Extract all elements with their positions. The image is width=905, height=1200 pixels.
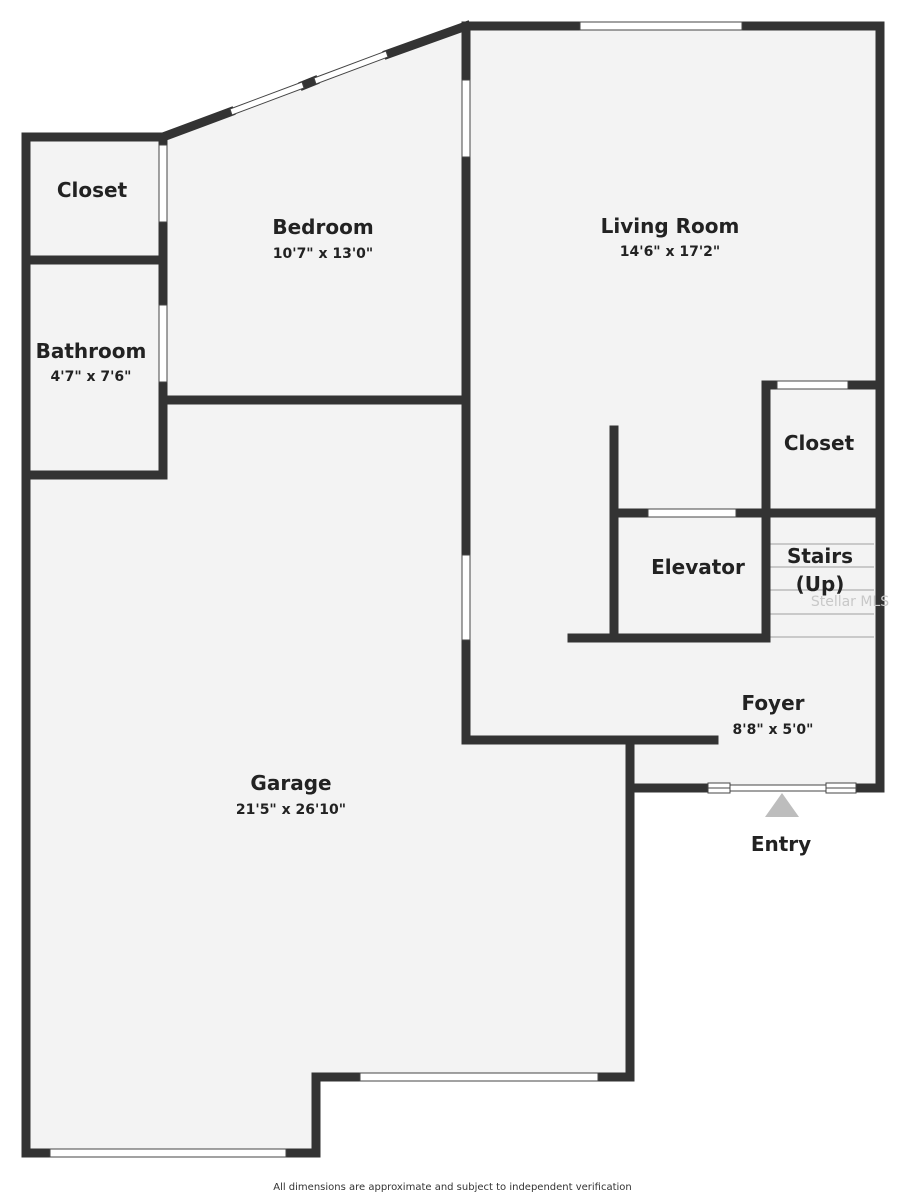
garage-door (359, 1072, 599, 1082)
garage-floor (26, 400, 630, 1153)
bedroom-window-1 (229, 81, 305, 116)
entry-label: Entry (751, 832, 811, 856)
closet-left-label: Closet (57, 178, 128, 202)
bedroom-dims: 10'7" x 13'0" (273, 246, 373, 262)
living-room-dims: 14'6" x 17'2" (620, 244, 720, 260)
windows (49, 21, 857, 1158)
bathroom-label: Bathroom (36, 339, 147, 363)
bedroom-label: Bedroom (272, 215, 373, 239)
closet-right-label: Closet (784, 431, 855, 455)
living-room-window (579, 21, 743, 31)
closet-left-floor (26, 140, 163, 260)
garage-label: Garage (250, 771, 331, 795)
stairs-label-line1: Stairs (787, 544, 853, 568)
living-room-label: Living Room (601, 214, 740, 238)
elevator-door (647, 508, 737, 518)
watermark: Stellar MLS (811, 594, 889, 610)
living-room-door-west (461, 79, 471, 158)
closet-left-door (158, 144, 168, 223)
living-room-floor (466, 25, 880, 790)
door-openings (158, 79, 849, 641)
closet-right-door (776, 380, 849, 390)
elevator-label: Elevator (651, 555, 745, 579)
stairs-label-line2: (Up) (796, 572, 845, 596)
floor-fills (26, 25, 880, 1153)
bedroom-floor (163, 27, 466, 400)
entry-arrow-icon (765, 793, 799, 817)
walls (21, 20, 885, 1158)
garage-dims: 21'5" x 26'10" (236, 802, 346, 818)
entry-door (729, 784, 827, 792)
stair-treads (770, 543, 874, 638)
foyer-label: Foyer (741, 691, 804, 715)
garage-window (49, 1148, 287, 1158)
disclaimer: All dimensions are approximate and subje… (273, 1182, 632, 1193)
bathroom-door (158, 304, 168, 383)
bathroom-dims: 4'7" x 7'6" (51, 369, 132, 385)
living-room-door-garage (461, 554, 471, 641)
bedroom-window-2 (313, 50, 389, 85)
foyer-dims: 8'8" x 5'0" (733, 722, 814, 738)
